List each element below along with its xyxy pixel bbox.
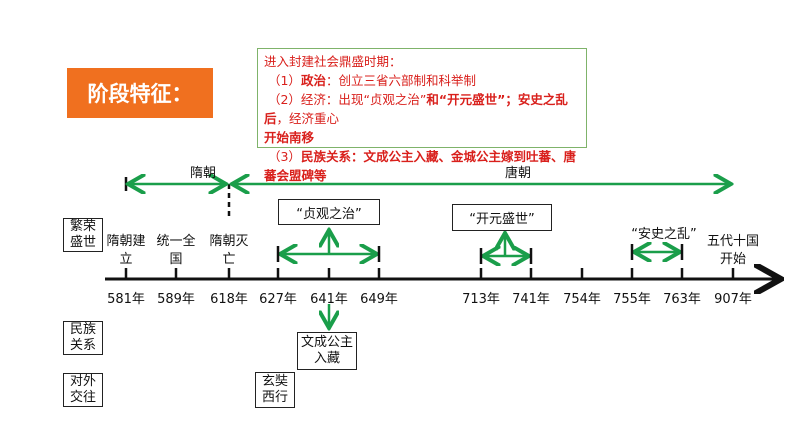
summary-line: （1）政治：创立三省六部制和科举制 <box>267 73 476 88</box>
category-foreign-exchange: 对外交往 <box>63 373 103 407</box>
summary-line: （2）经济：出现“贞观之治”和“开元盛世”；安史之乱后，经济重心 <box>264 92 568 126</box>
year-label: 581年 <box>107 292 145 307</box>
event-five-dynasties: 五代十国开始 <box>706 234 759 267</box>
summary-line: 开始南移 <box>264 130 315 145</box>
year-label: 713年 <box>462 292 500 307</box>
year-label: 755年 <box>613 292 651 307</box>
year-label: 763年 <box>663 292 701 307</box>
year-label: 741年 <box>512 292 550 307</box>
year-label: 907年 <box>714 292 752 307</box>
year-label: 589年 <box>157 292 195 307</box>
category-prosperity: 繁荣盛世 <box>63 218 103 252</box>
year-label: 641年 <box>310 292 348 307</box>
year-label: 754年 <box>563 292 601 307</box>
category-ethnic-relations: 民族关系 <box>63 321 103 355</box>
event-sui-founded: 隋朝建立 <box>106 234 146 267</box>
summary-line: （3）民族关系：文成公主入藏、金城公主嫁到吐蕃、唐蕃会盟碑等 <box>264 149 576 183</box>
summary-line: 进入封建社会鼎盛时期： <box>264 54 402 69</box>
year-label: 627年 <box>259 292 297 307</box>
event-wencheng: 文成公主入藏 <box>297 332 357 370</box>
year-label: 649年 <box>360 292 398 307</box>
event-kaiyuan: “开元盛世” <box>452 204 552 231</box>
event-zhenguan: “贞观之治” <box>278 199 380 225</box>
period-label-tang: 唐朝 <box>505 166 532 181</box>
axis-ticks <box>124 268 735 279</box>
event-xuanzang: 玄奘西行 <box>255 372 295 408</box>
year-label: 618年 <box>210 292 248 307</box>
event-unify: 统一全国 <box>156 234 196 267</box>
period-label-sui: 隋朝 <box>190 166 217 181</box>
event-sui-fall: 隋朝灭亡 <box>209 234 249 267</box>
event-anshi: “安史之乱” <box>631 227 697 242</box>
stage-features-title: 阶段特征： <box>67 68 213 118</box>
summary-box: 进入封建社会鼎盛时期： （1）政治：创立三省六部制和科举制 （2）经济：出现“贞… <box>257 48 587 183</box>
